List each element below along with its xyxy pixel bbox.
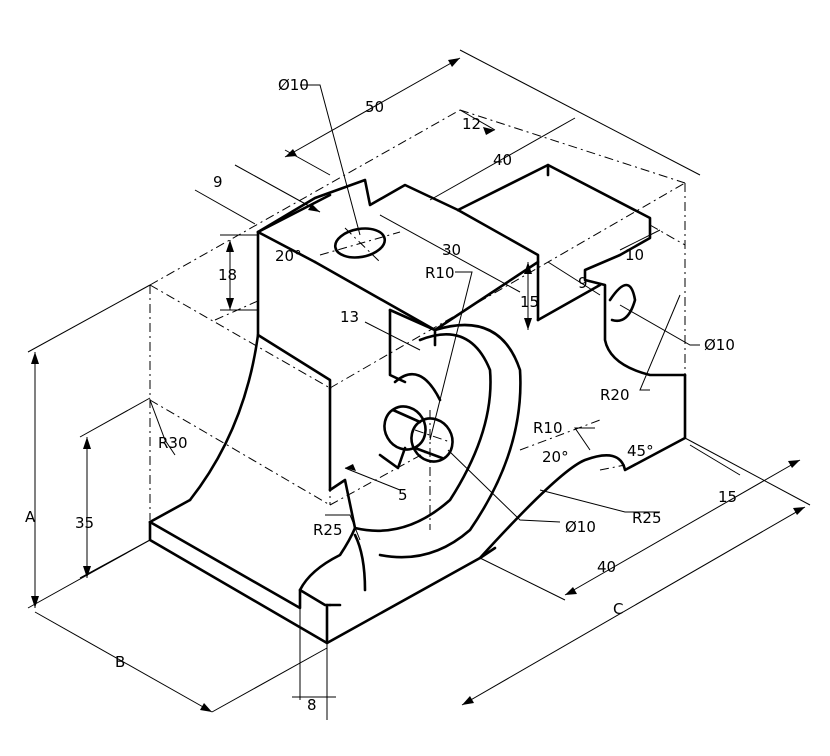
label-r30: R30 (158, 434, 188, 452)
label-20deg-right: 20° (542, 448, 569, 466)
label-30: 30 (442, 241, 461, 259)
label-b: B (115, 653, 125, 671)
label-c: C (613, 600, 623, 618)
label-20deg-left: 20° (275, 247, 302, 265)
label-40-top: 40 (493, 151, 512, 169)
label-r25-right: R25 (632, 509, 662, 527)
label-r10-center: R10 (425, 264, 455, 282)
dimension-labels: Ø10 50 12 40 9 30 20° 18 R10 13 15 9 10 … (25, 76, 737, 714)
label-35: 35 (75, 514, 94, 532)
label-dia10-top: Ø10 (278, 76, 309, 94)
label-45deg: 45° (627, 442, 654, 460)
label-40-bottom: 40 (597, 558, 616, 576)
label-12: 12 (462, 115, 481, 133)
label-9-right: 9 (578, 274, 588, 292)
label-r10-right: R10 (533, 419, 563, 437)
label-15-mid: 15 (520, 293, 539, 311)
label-15-right: 15 (718, 488, 737, 506)
label-9-left: 9 (213, 173, 223, 191)
label-50: 50 (365, 98, 384, 116)
label-18: 18 (218, 266, 237, 284)
center-lines (319, 227, 626, 530)
label-r20: R20 (600, 386, 630, 404)
dimension-lines (27, 49, 811, 720)
label-13: 13 (340, 308, 359, 326)
label-10: 10 (625, 246, 644, 264)
label-5: 5 (398, 486, 408, 504)
label-dia10-right: Ø10 (704, 336, 735, 354)
label-dia10-bottom: Ø10 (565, 518, 596, 536)
arrowheads (31, 58, 805, 712)
object-outline (148, 163, 687, 645)
label-r25-left: R25 (313, 521, 343, 539)
label-8: 8 (307, 696, 317, 714)
label-a: A (25, 508, 36, 526)
